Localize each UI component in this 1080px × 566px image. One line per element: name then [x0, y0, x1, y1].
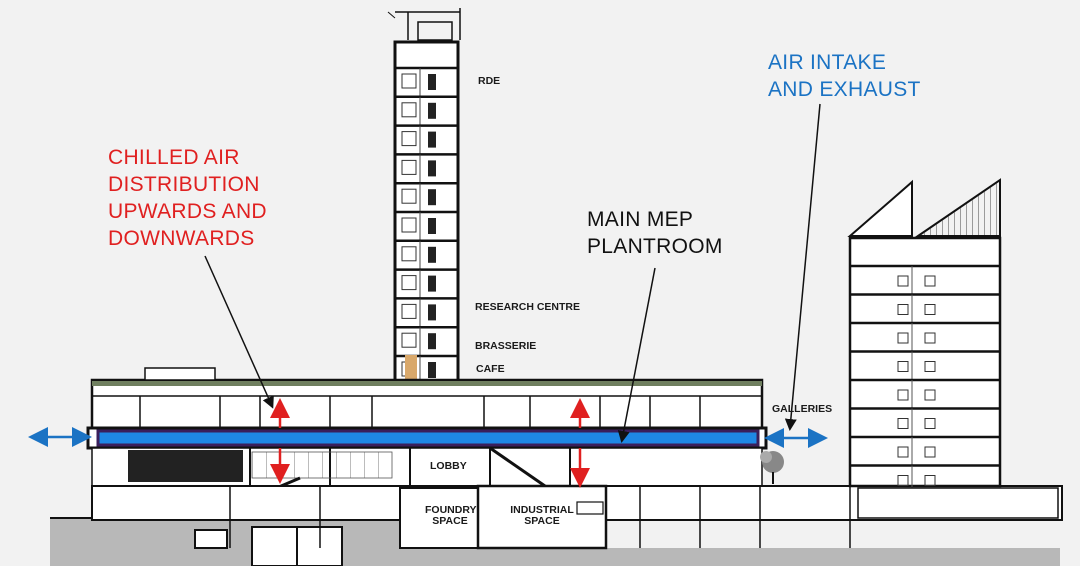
label-rde: RDE	[478, 75, 501, 87]
main-mep-callout: MAIN MEP PLANTROOM	[587, 208, 723, 258]
label-foundry-space: FOUNDRY SPACE	[425, 504, 477, 527]
air-intake-callout: AIR INTAKE AND EXHAUST	[768, 51, 921, 101]
tower	[387, 8, 461, 413]
chilled-air-arrows	[270, 398, 590, 488]
leader-lines	[204, 103, 821, 443]
chilled-air-callout: CHILLED AIR DISTRIBUTION UPWARDS AND DOW…	[108, 146, 267, 250]
right-building	[760, 178, 1059, 519]
label-lobby: LOBBY	[430, 460, 467, 472]
label-brasserie: BRASSERIE	[475, 340, 537, 352]
label-research-centre: RESEARCH CENTRE	[475, 301, 581, 313]
air-intake-arrows	[28, 427, 828, 448]
label-industrial-space: INDUSTRIAL SPACE	[510, 504, 574, 527]
label-galleries: GALLERIES	[772, 403, 833, 415]
label-cafe: CAFE	[476, 363, 505, 375]
